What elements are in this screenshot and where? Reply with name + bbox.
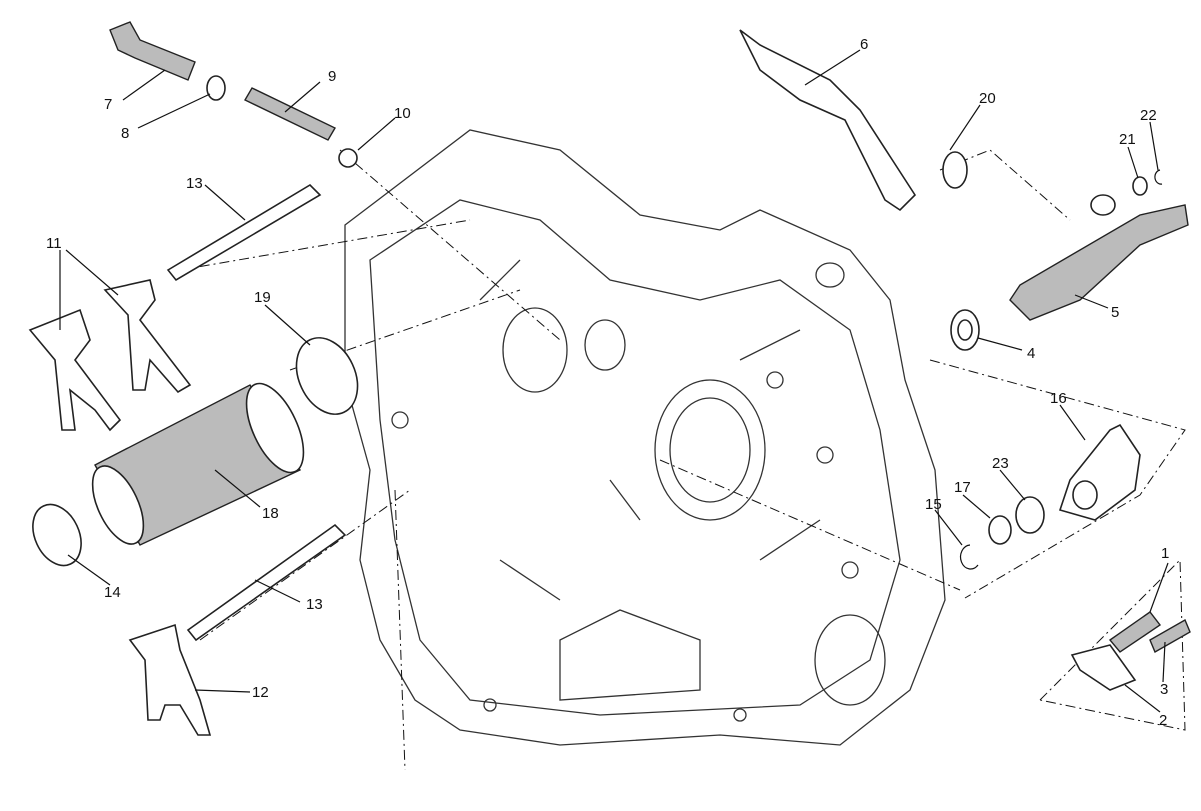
callout-19: 19 — [254, 289, 271, 306]
callout-8: 8 — [121, 125, 129, 142]
callout-labels: 1 2 3 4 5 6 7 8 9 10 11 12 13 13 14 15 1… — [46, 36, 1169, 729]
crankcase-half — [344, 129, 946, 746]
callout-23: 23 — [992, 455, 1009, 472]
callout-13-top: 13 — [186, 175, 203, 192]
callout-14: 14 — [104, 584, 121, 601]
leader-lines — [59, 49, 1169, 713]
parts — [28, 21, 1191, 736]
callout-1: 1 — [1161, 545, 1169, 562]
callout-12: 12 — [252, 684, 269, 701]
callout-22: 22 — [1140, 107, 1157, 124]
callout-3: 3 — [1160, 681, 1168, 698]
callout-21: 21 — [1119, 131, 1136, 148]
callout-6: 6 — [860, 36, 868, 53]
callout-20: 20 — [979, 90, 996, 107]
callout-2: 2 — [1159, 712, 1167, 729]
callout-10: 10 — [394, 105, 411, 122]
callout-13-bottom: 13 — [306, 596, 323, 613]
callout-15: 15 — [925, 496, 942, 513]
assembly-lines — [179, 149, 1186, 771]
callout-9: 9 — [328, 68, 336, 85]
callout-7: 7 — [104, 96, 112, 113]
callout-16: 16 — [1050, 390, 1067, 407]
callout-18: 18 — [262, 505, 279, 522]
callout-5: 5 — [1111, 304, 1119, 321]
callout-11: 11 — [46, 235, 62, 252]
callout-4: 4 — [1027, 345, 1035, 362]
callout-17: 17 — [954, 479, 971, 496]
